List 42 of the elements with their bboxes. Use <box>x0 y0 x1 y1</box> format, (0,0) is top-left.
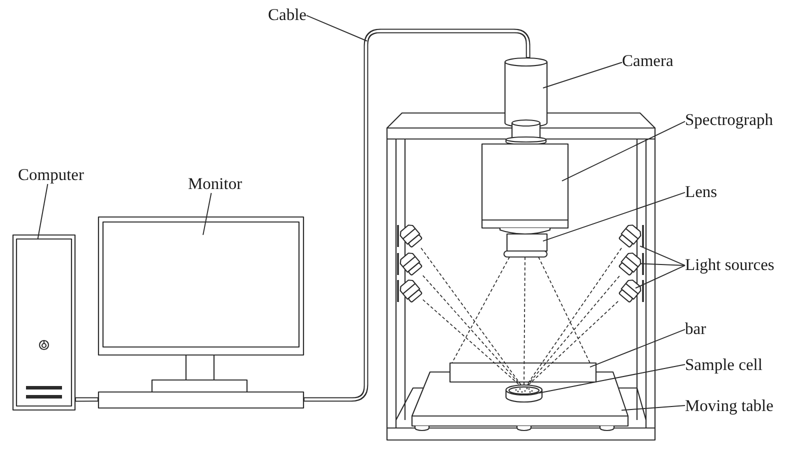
desktop-tower <box>12 234 76 411</box>
leader-line <box>306 14 368 42</box>
part-label: Light sources <box>685 255 774 274</box>
optical-axis-line <box>524 256 526 386</box>
leader-line <box>640 263 686 266</box>
field-of-view-line <box>452 256 510 364</box>
lamp-unit <box>618 252 644 276</box>
part-label: Spectrograph <box>685 110 773 129</box>
lamp-unit <box>618 224 644 248</box>
leader-line <box>635 264 686 289</box>
lamp-unit <box>397 280 423 303</box>
camera-body <box>504 57 548 146</box>
lamp-unit <box>397 252 423 276</box>
display-and-keyboard <box>98 216 304 409</box>
lamp-unit <box>397 224 423 248</box>
leader-line <box>589 328 686 368</box>
objective-lens <box>499 227 551 258</box>
light-ray <box>526 248 622 386</box>
leader-line <box>542 192 686 242</box>
part-label: Monitor <box>188 174 242 193</box>
part-label: Camera <box>622 51 674 70</box>
light-ray <box>528 300 619 386</box>
part-label: Lens <box>685 182 718 201</box>
leader-line <box>37 184 48 240</box>
leader-line <box>621 405 686 411</box>
part-label: bar <box>685 319 706 338</box>
part-label: Moving table <box>685 396 774 415</box>
connecting-wire <box>75 397 98 402</box>
leader-line <box>561 120 686 182</box>
field-of-view-line <box>538 256 590 364</box>
signal-wire <box>304 28 530 402</box>
leader-line <box>202 192 212 236</box>
leader-line <box>640 246 686 266</box>
light-ray <box>422 275 521 386</box>
lamp-unit <box>618 280 644 303</box>
part-label: Cable <box>268 5 306 24</box>
light-ray <box>526 276 620 386</box>
part-label: Sample cell <box>685 355 762 374</box>
leader-line <box>542 62 622 89</box>
part-label: Computer <box>18 165 84 184</box>
light-ray <box>420 248 522 386</box>
light-ray <box>422 299 520 386</box>
